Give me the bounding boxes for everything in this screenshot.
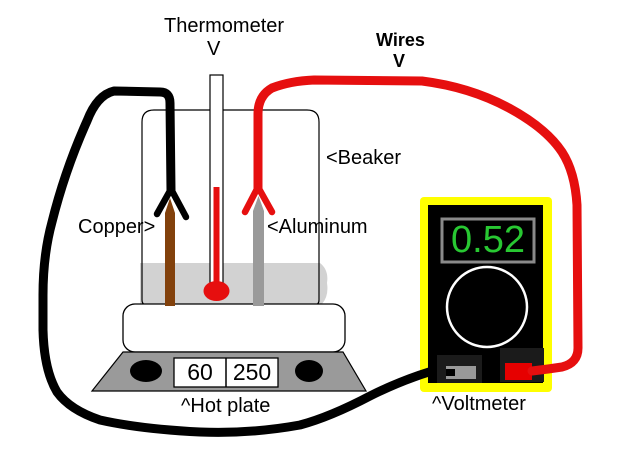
voltmeter-label: ^Voltmeter [432,393,526,415]
thermometer-label: Thermometer [164,15,285,37]
hotplate-knob-right [295,360,323,382]
black-clip [153,185,190,221]
thermometer-arrow-label: V [207,38,221,60]
aluminum-electrode [253,196,264,306]
voltmeter-reading: 0.52 [451,219,525,261]
wires-label: Wires [376,30,425,50]
hotplate-knob-left [130,360,162,382]
hotplate-body [122,303,346,353]
voltmeter-terminal-negative-notch [446,369,455,376]
water-fill [140,263,328,304]
wires-arrow-label: V [393,51,406,71]
red-clip [241,183,276,216]
hotplate-display-left: 60 [187,359,213,385]
voltmeter-terminal-positive [505,363,532,380]
copper-label: Copper> [78,216,156,238]
red-wire [253,75,583,376]
hotplate-label: ^Hot plate [181,395,271,417]
beaker-label: <Beaker [326,147,402,169]
copper-electrode [165,198,175,306]
hotplate-display-right: 250 [232,359,272,385]
aluminum-label: <Aluminum [267,216,368,238]
voltmeter-dial [445,265,529,349]
black-wire [38,86,434,437]
thermometer-bulb [203,281,230,301]
voltmeter-display-frame [440,217,536,264]
thermometer-fluid-column [213,187,220,287]
